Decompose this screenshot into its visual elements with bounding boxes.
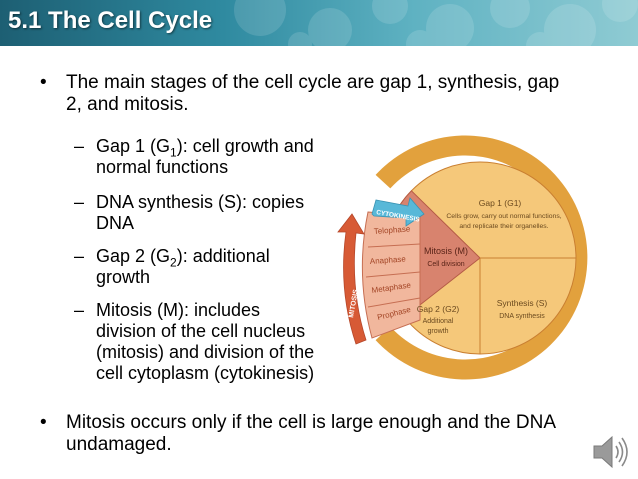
svg-text:INTERPHASE: INTERPHASE bbox=[446, 101, 524, 121]
g1-title: Gap 1 (G1) bbox=[479, 198, 522, 208]
subpoint-gap2: – Gap 2 (G2): additional growth bbox=[74, 246, 364, 288]
banner-texture bbox=[234, 0, 638, 46]
bullet-marker: • bbox=[40, 72, 47, 93]
dash-marker: – bbox=[74, 136, 85, 156]
subpoint-line: Gap 1 (G1): cell growth and bbox=[96, 136, 314, 160]
subpoint-synthesis: – DNA synthesis (S): copies DNA bbox=[74, 192, 364, 234]
subpoint-line: DNA bbox=[96, 213, 135, 233]
title-banner: 5.1 The Cell Cycle bbox=[0, 0, 638, 46]
phase-label-anaphase: Anaphase bbox=[370, 254, 407, 266]
slide-title: 5.1 The Cell Cycle bbox=[8, 7, 213, 34]
interphase-label: INTERPHASE bbox=[446, 101, 523, 121]
mitosis-slice-desc: Cell division bbox=[427, 261, 464, 268]
interphase-ring bbox=[375, 135, 588, 380]
bullet-mitosis-condition: • Mitosis occurs only if the cell is lar… bbox=[40, 412, 630, 456]
bullet-main-stages: • The main stages of the cell cycle are … bbox=[40, 72, 630, 116]
subpoint-line: division of the cell nucleus bbox=[96, 321, 306, 341]
cytokinesis-arrow bbox=[371, 197, 425, 227]
synthesis-title: Synthesis (S) bbox=[497, 298, 548, 308]
subpoint-line: DNA synthesis (S): copies bbox=[96, 192, 305, 212]
synthesis-desc: DNA synthesis bbox=[499, 313, 545, 320]
subpoint-line: cell cytoplasm (cytokinesis) bbox=[96, 363, 315, 383]
dash-marker: – bbox=[74, 300, 85, 320]
bullet-line: 2, and mitosis. bbox=[66, 94, 189, 115]
subpoint-line: normal functions bbox=[96, 157, 229, 177]
g2-desc: Additional bbox=[423, 318, 454, 325]
g1-desc: Cells grow, carry out normal functions, bbox=[446, 213, 561, 220]
speaker-volume-icon[interactable] bbox=[590, 432, 630, 472]
g2-title: Gap 2 (G2) bbox=[417, 304, 460, 314]
mitosis-arrow bbox=[337, 213, 367, 345]
mitosis-slice-title: Mitosis (M) bbox=[424, 246, 468, 256]
dash-marker: – bbox=[74, 246, 85, 266]
bullet-line: undamaged. bbox=[66, 434, 172, 455]
subpoint-line: Gap 2 (G2): additional bbox=[96, 246, 270, 270]
dash-marker: – bbox=[74, 192, 85, 212]
bullet-line: The main stages of the cell cycle are ga… bbox=[66, 72, 560, 93]
phase-label-telophase: Telophase bbox=[374, 224, 412, 236]
subpoint-line: (mitosis) and division of the bbox=[96, 342, 315, 362]
bullet-line: Mitosis occurs only if the cell is large… bbox=[66, 412, 557, 433]
subpoint-mitosis: – Mitosis (M): includes division of the … bbox=[74, 300, 364, 384]
g1-desc: and replicate their organelles. bbox=[459, 223, 548, 230]
subpoint-line: growth bbox=[96, 267, 151, 287]
subpoint-line: Mitosis (M): includes bbox=[96, 300, 261, 320]
g2-desc: growth bbox=[427, 328, 448, 335]
subpoint-gap1: – Gap 1 (G1): cell growth and normal fun… bbox=[74, 136, 364, 178]
bullet-marker: • bbox=[40, 412, 47, 433]
mitosis-arrow-label: MITOSIS bbox=[348, 289, 360, 319]
